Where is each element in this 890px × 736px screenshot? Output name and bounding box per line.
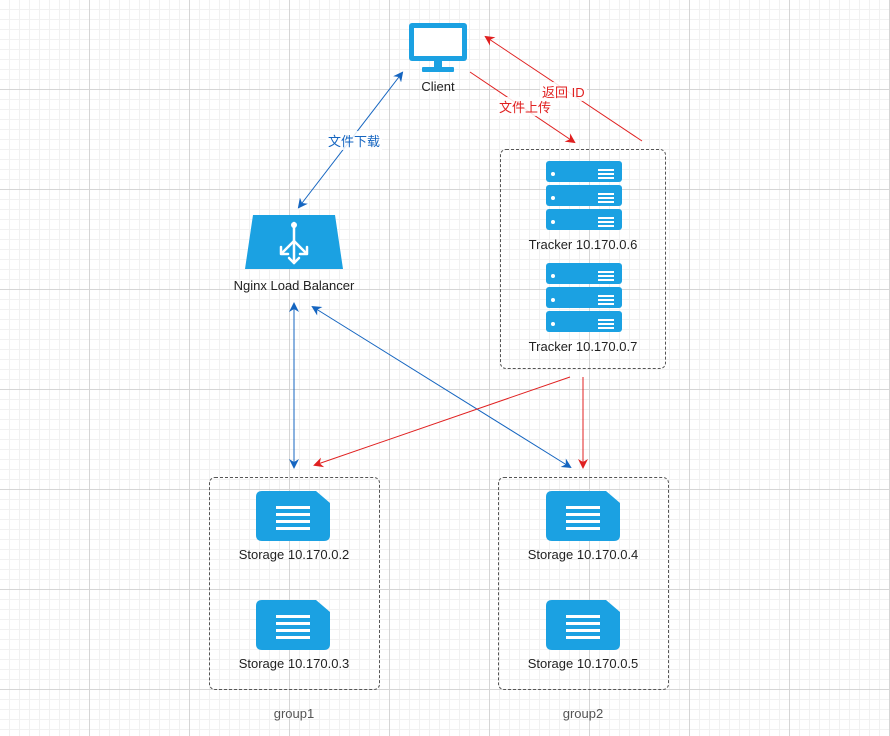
monitor-icon[interactable] <box>408 22 468 74</box>
storage-label: Storage 10.170.0.3 <box>238 656 350 671</box>
storage-label: Storage 10.170.0.5 <box>527 656 639 671</box>
edge-tracker-group1 <box>313 376 571 468</box>
storage-label: Storage 10.170.0.2 <box>238 547 350 562</box>
server-icon[interactable] <box>546 263 622 333</box>
storage-group-2 <box>498 477 669 690</box>
edge-label-upload: 文件上传 <box>497 97 554 116</box>
edge-label-return-id: 返回 ID <box>540 82 587 101</box>
server-icon[interactable] <box>546 161 622 231</box>
group-name: group1 <box>273 706 315 721</box>
document-icon[interactable] <box>256 600 330 650</box>
edge-label-download: 文件下载 <box>326 131 383 150</box>
tracker-label: Tracker 10.170.0.7 <box>528 339 638 354</box>
nginx-label: Nginx Load Balancer <box>233 278 355 293</box>
load-balancer-icon[interactable] <box>245 215 343 269</box>
document-icon[interactable] <box>546 600 620 650</box>
edge-nginx-group2 <box>311 305 572 469</box>
group-name: group2 <box>562 706 604 721</box>
client-label: Client <box>421 79 455 94</box>
storage-label: Storage 10.170.0.4 <box>527 547 639 562</box>
document-icon[interactable] <box>546 491 620 541</box>
document-icon[interactable] <box>256 491 330 541</box>
tracker-label: Tracker 10.170.0.6 <box>528 237 638 252</box>
tracker-group <box>500 149 666 369</box>
storage-group-1 <box>209 477 380 690</box>
